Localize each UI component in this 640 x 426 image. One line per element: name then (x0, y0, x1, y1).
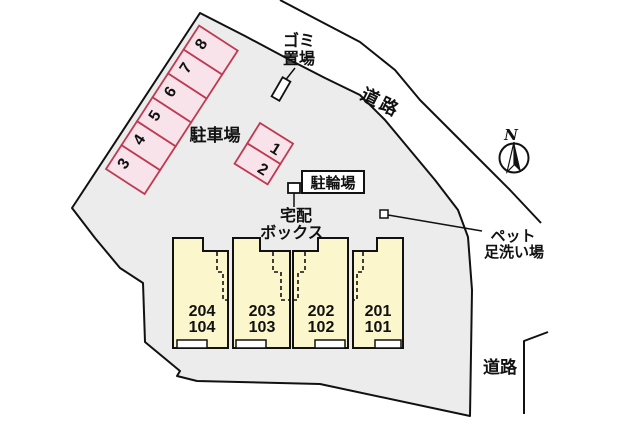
compass-needle-dark (514, 142, 521, 172)
unit-porch-notch (314, 339, 346, 349)
parking-space (233, 142, 282, 186)
garbage-label-line1: ゴミ (283, 31, 315, 50)
parking-row-3-8: 3 4 5 6 7 8 (104, 24, 239, 196)
garbage-area: ゴミ 置場 (270, 31, 315, 103)
unit-number-lower: 104 (189, 319, 216, 336)
unit-porch-notch (176, 339, 208, 349)
pet-wash-label-line1: ペット (490, 228, 535, 245)
unit-outline (292, 237, 349, 349)
road-label-bottom: 道路 (483, 357, 518, 377)
unit-202-102: 202 102 (292, 237, 349, 349)
delivery-box-icon (287, 182, 301, 194)
site-outline (71, 12, 473, 417)
building: 204 104 203 103 202 102 201 101 (172, 237, 404, 349)
garbage-bin-icon (270, 75, 292, 103)
unit-porch-notch (235, 339, 267, 349)
bicycle-parking-label-box: 駐輪場 (301, 170, 365, 194)
unit-204-104: 204 104 (172, 237, 229, 349)
parking-block-1-2: 1 2 (233, 121, 295, 186)
pet-wash-icon (379, 209, 389, 219)
delivery-box: 宅配 ボックス (260, 182, 324, 242)
unit-201-101: 201 101 (352, 237, 404, 349)
road-bottomright-edge-line (523, 331, 549, 414)
garbage-label-line2: 置場 (283, 50, 315, 68)
unit-number-upper: 202 (308, 303, 335, 320)
parking-space (182, 24, 239, 76)
unit-number-lower: 102 (308, 319, 335, 336)
unit-porch-notch (374, 339, 402, 349)
unit-outline (232, 237, 291, 349)
pet-wash-label-line2: 足洗い場 (484, 243, 544, 261)
unit-outline (352, 237, 404, 349)
compass: N (498, 126, 530, 174)
unit-entry-path (294, 252, 306, 301)
unit-203-103: 203 103 (232, 237, 291, 349)
unit-entry-path (272, 252, 289, 301)
delivery-label-line2: ボックス (260, 224, 324, 242)
bicycle-label-frame (301, 170, 365, 194)
unit-number-upper: 201 (365, 303, 392, 320)
unit-outline (172, 237, 229, 349)
unit-number-lower: 101 (365, 319, 392, 336)
unit-number-lower: 103 (249, 319, 276, 336)
unit-number-upper: 204 (189, 303, 216, 320)
pet-wash-station: ペット 足洗い場 (379, 209, 544, 261)
road-upper-edge-line (279, 0, 542, 224)
unit-number-upper: 203 (249, 303, 276, 320)
parking-lot-label: 駐車場 (190, 125, 241, 145)
north-label: N (503, 126, 519, 144)
pet-wash-leader-line (387, 214, 483, 232)
delivery-label-line1: 宅配 (280, 206, 312, 225)
bicycle-parking-label: 駐輪場 (310, 174, 355, 192)
